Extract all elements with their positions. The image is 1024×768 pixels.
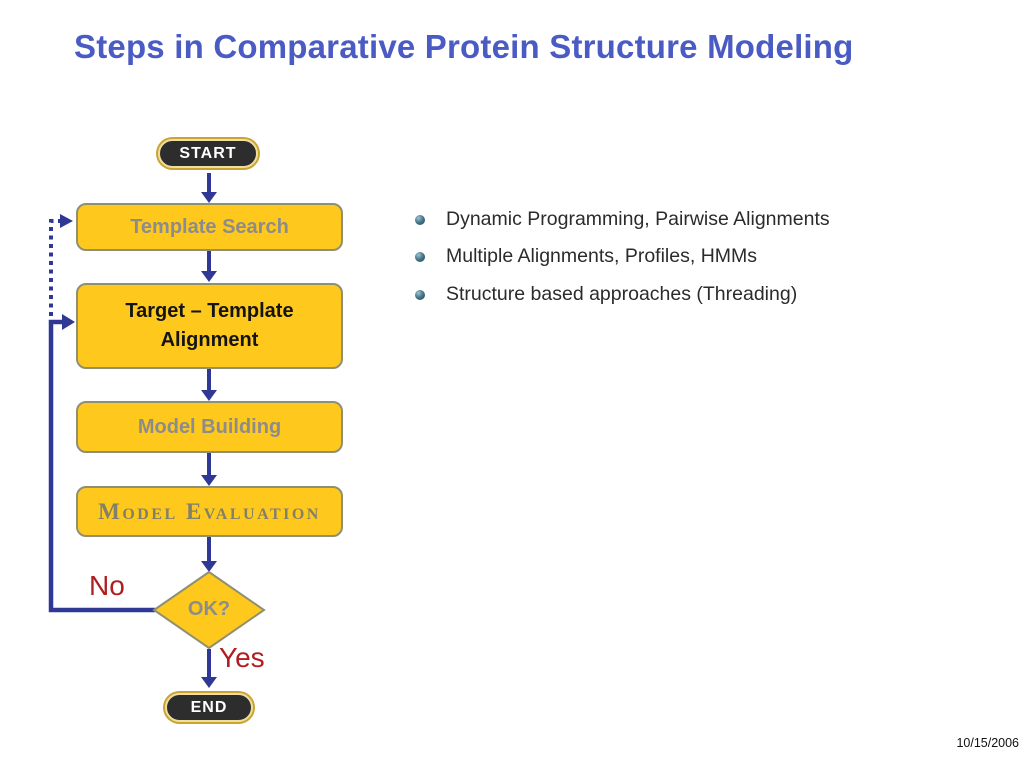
arrowhead-model-building-to-evaluation (201, 475, 217, 486)
model-evaluation-label: Model Evaluation (98, 498, 321, 524)
list-item: Multiple Alignments, Profiles, HMMs (408, 245, 998, 268)
list-item: Structure based approaches (Threading) (408, 282, 998, 305)
bullet-dot-icon (415, 252, 425, 263)
arrowhead-start-to-template-search (201, 192, 217, 203)
no-branch-label: No (89, 570, 125, 601)
arrowhead-template-search-to-alignment (201, 271, 217, 282)
flow-step-model-evaluation: Model Evaluation (76, 486, 343, 537)
arrowhead-decision-to-end (201, 677, 217, 688)
bullet-text: Multiple Alignments, Profiles, HMMs (446, 245, 758, 268)
slide-date: 10/15/2006 (956, 736, 1019, 750)
flow-step-target-template-alignment: Target – Template Alignment (76, 283, 343, 369)
bullet-list: Dynamic Programming, Pairwise Alignments… (408, 208, 998, 321)
model-building-label: Model Building (137, 415, 282, 438)
flow-step-template-search: Template Search (76, 203, 343, 251)
yes-branch-label: Yes (219, 642, 265, 673)
target-template-alignment-label: Target – Template Alignment (125, 300, 294, 351)
loop-no-solid-arrowhead (62, 314, 75, 330)
flow-node-start: START (158, 139, 258, 168)
bullet-text: Structure based approaches (Threading) (446, 282, 798, 305)
loop-no-dotted-line (49, 219, 60, 316)
arrowhead-evaluation-to-decision (201, 561, 217, 572)
bullet-dot-icon (415, 215, 425, 225)
start-label: START (179, 144, 237, 162)
loop-no-dotted-arrowhead (60, 214, 73, 228)
slide-title: Steps in Comparative Protein Structure M… (74, 28, 854, 65)
decision-label: OK? (187, 598, 231, 620)
flow-node-end: END (165, 693, 253, 722)
flow-step-model-building: Model Building (76, 401, 343, 453)
template-search-label: Template Search (130, 215, 289, 238)
arrowhead-alignment-to-model-building (201, 390, 217, 401)
bullet-text: Dynamic Programming, Pairwise Alignments (446, 208, 830, 230)
end-label: END (190, 698, 228, 716)
bullet-dot-icon (415, 289, 425, 300)
list-item: Dynamic Programming, Pairwise Alignments (408, 208, 998, 230)
